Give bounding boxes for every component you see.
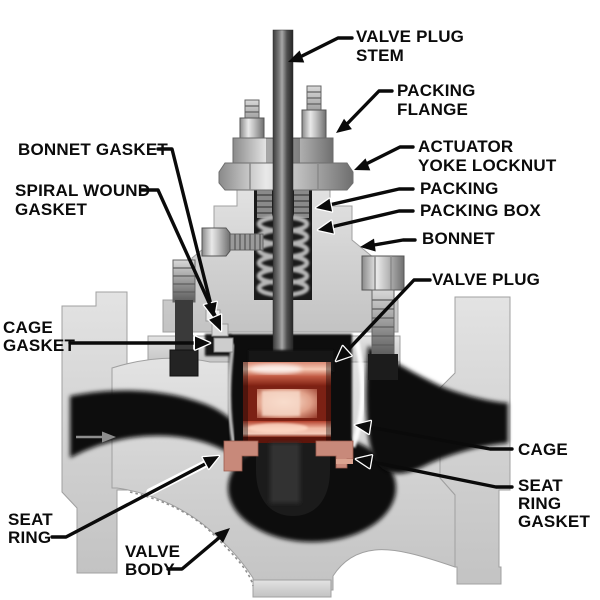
svg-text:GASKET: GASKET: [518, 512, 590, 531]
seat-ring-gasket-shape: [336, 459, 353, 464]
callout-packing-flange: PACKING FLANGE: [336, 81, 476, 133]
body-cast-edge: [129, 491, 254, 587]
valve-stem-shape: [272, 29, 294, 373]
seat-ring-shape: [223, 440, 354, 472]
svg-text:GASKET: GASKET: [3, 336, 75, 355]
svg-text:BONNET GASKET: BONNET GASKET: [18, 140, 168, 159]
svg-text:CAGE: CAGE: [518, 440, 568, 459]
callout-packing-box: PACKING BOX: [316, 201, 541, 235]
callout-valve-body: VALVE BODY: [125, 528, 230, 579]
svg-text:SEAT: SEAT: [518, 476, 563, 495]
callout-valve-plug: VALVE PLUG: [334, 270, 540, 363]
callout-spiral-wound-gasket: SPIRAL WOUND GASKET: [15, 181, 223, 333]
callout-bonnet: BONNET: [360, 229, 495, 252]
svg-text:SPIRAL WOUND: SPIRAL WOUND: [15, 181, 150, 200]
callout-actuator-yoke-locknut: ACTUATOR YOKE LOCKNUT: [354, 137, 557, 175]
callouts-layer: VALVE PLUG STEM PACKING FLANGE ACTUATOR …: [3, 27, 590, 579]
bonnet-side-bolt: [201, 227, 264, 257]
svg-text:VALVE: VALVE: [125, 542, 180, 561]
svg-text:VALVE PLUG: VALVE PLUG: [356, 27, 464, 46]
body-bottom-boss: [252, 579, 332, 598]
svg-text:BODY: BODY: [125, 560, 175, 579]
bonnet-bolt-right: [361, 255, 405, 380]
valve-plug-lower: [256, 443, 330, 516]
svg-text:PACKING BOX: PACKING BOX: [420, 201, 541, 220]
svg-text:STEM: STEM: [356, 46, 404, 65]
svg-text:CAGE: CAGE: [3, 318, 53, 337]
cage-shape: [227, 341, 366, 448]
flow-direction-arrow: [76, 431, 116, 443]
svg-text:ACTUATOR: ACTUATOR: [418, 137, 513, 156]
svg-text:RING: RING: [518, 494, 561, 513]
callout-bonnet-gasket: BONNET GASKET: [18, 140, 218, 320]
packing-rings: [257, 190, 309, 218]
svg-text:FLANGE: FLANGE: [397, 100, 468, 119]
packing-stud-nut-right: [301, 109, 327, 141]
callout-valve-plug-stem: VALVE PLUG STEM: [288, 27, 464, 65]
svg-text:SEAT: SEAT: [8, 510, 53, 529]
bonnet-stud-left: [169, 259, 199, 377]
svg-text:YOKE LOCKNUT: YOKE LOCKNUT: [418, 156, 557, 175]
callout-seat-ring-gasket: SEAT RING GASKET: [354, 453, 590, 531]
callout-packing: PACKING: [314, 179, 499, 213]
callout-seat-ring: SEAT RING: [8, 454, 221, 547]
cage-gasket-shape: [213, 337, 234, 353]
svg-text:GASKET: GASKET: [15, 200, 87, 219]
svg-text:VALVE PLUG: VALVE PLUG: [432, 270, 540, 289]
svg-text:PACKING: PACKING: [420, 179, 499, 198]
svg-text:RING: RING: [8, 528, 51, 547]
callout-cage-gasket: CAGE GASKET: [3, 318, 212, 355]
callout-cage: CAGE: [353, 419, 568, 459]
svg-text:PACKING: PACKING: [397, 81, 476, 100]
svg-text:BONNET: BONNET: [422, 229, 495, 248]
